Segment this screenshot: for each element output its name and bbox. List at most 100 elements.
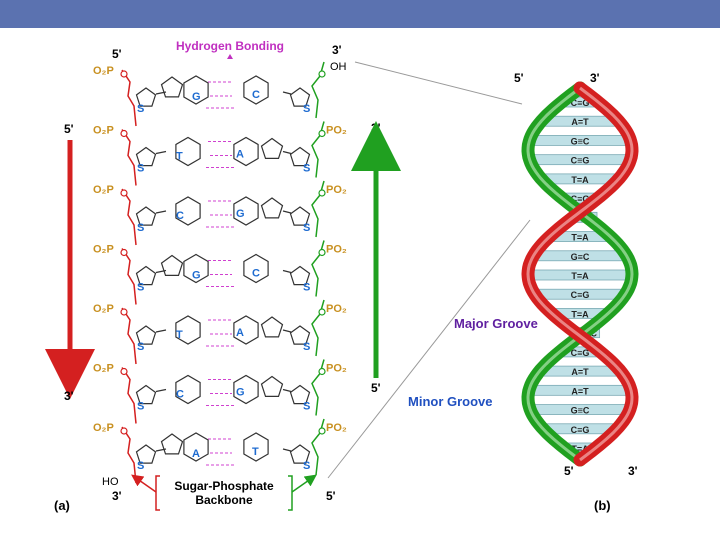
base-pair-row: O₂P PO₂ S S T A bbox=[93, 299, 347, 365]
minor-groove-label: Minor Groove bbox=[408, 394, 493, 409]
zoom-line-top bbox=[354, 61, 523, 105]
title-bar bbox=[0, 0, 720, 28]
hydrogen-bonds bbox=[206, 81, 234, 109]
right-sugar-label: S bbox=[303, 341, 310, 353]
left-base-label: T bbox=[176, 329, 183, 341]
left-sugar-label: S bbox=[137, 282, 144, 294]
rung-label: C≡G bbox=[571, 156, 590, 166]
rung-label: T=A bbox=[571, 309, 589, 319]
right-base-label: A bbox=[236, 149, 244, 161]
left-phosphate-label: O₂P bbox=[93, 303, 114, 315]
helix-bottom-left-end: 5' bbox=[564, 464, 574, 478]
left-sugar-ring bbox=[135, 325, 157, 345]
right-sugar-label: S bbox=[303, 163, 310, 175]
hydrogen-bonds bbox=[206, 200, 234, 228]
left-sugar-ring bbox=[135, 444, 157, 464]
right-sugar-label: S bbox=[303, 460, 310, 472]
left-base-label: T bbox=[176, 151, 183, 163]
left-sugar-label: S bbox=[137, 222, 144, 234]
right-phosphate-label: PO₂ bbox=[326, 422, 347, 434]
rung-label: C≡G bbox=[571, 290, 590, 300]
hydrogen-bonding-title: Hydrogen Bonding bbox=[176, 39, 284, 53]
left-base-label: G bbox=[192, 91, 201, 103]
rung-label: C≡G bbox=[571, 348, 590, 358]
right-sugar-ring bbox=[289, 325, 311, 345]
left-sugar-label: S bbox=[137, 103, 144, 115]
hydrogen-bonds bbox=[206, 438, 234, 466]
right-phosphate-label: PO₂ bbox=[326, 244, 347, 256]
top-right-end: 3' bbox=[332, 43, 342, 57]
helix-bottom-right-end: 3' bbox=[628, 464, 638, 478]
helix-top-right-end: 3' bbox=[590, 71, 600, 85]
helix-rung: G≡C bbox=[529, 135, 631, 146]
left-sugar-label: S bbox=[137, 163, 144, 175]
base-pair-row: O₂P S S G C bbox=[93, 61, 326, 127]
rung-label: T=A bbox=[571, 175, 589, 185]
left-phosphate-label: O₂P bbox=[93, 244, 114, 256]
right-sugar-label: S bbox=[303, 282, 310, 294]
base-pair-row: O₂P PO₂ S S A T bbox=[93, 418, 347, 484]
zoom-line-bottom bbox=[327, 219, 531, 479]
right-sugar-ring bbox=[289, 384, 311, 405]
right-base-label: G bbox=[236, 208, 245, 220]
left-phosphate-label: O₂P bbox=[93, 363, 114, 375]
top-left-end: 5' bbox=[112, 47, 122, 61]
left-phosphate-label: O₂P bbox=[93, 65, 114, 77]
panel-a-label: (a) bbox=[54, 498, 70, 513]
helix-rung: A=T bbox=[539, 365, 621, 377]
hydrogen-bonds bbox=[206, 319, 234, 347]
left-phosphate-label: O₂P bbox=[93, 422, 114, 434]
helix-rung: G≡C bbox=[533, 250, 627, 262]
rung-label: G≡C bbox=[571, 252, 590, 262]
right-sugar-label: S bbox=[303, 222, 310, 234]
helix-rung: A=T bbox=[528, 384, 632, 396]
right-base-label: T bbox=[252, 446, 259, 458]
left-sugar-label: S bbox=[137, 460, 144, 472]
helix-top-left-end: 5' bbox=[514, 71, 524, 85]
top-right-oh: OH bbox=[330, 61, 347, 73]
right-phosphate-label: PO₂ bbox=[326, 303, 347, 315]
bottom-left-ho: HO bbox=[102, 476, 119, 488]
backbone-label-2: Backbone bbox=[195, 493, 253, 507]
left-phosphate-label: O₂P bbox=[93, 184, 114, 196]
left-sugar-ring bbox=[135, 87, 157, 107]
backbone-label-1: Sugar-Phosphate bbox=[174, 479, 274, 493]
left-sugar-label: S bbox=[137, 401, 144, 413]
right-phosphate-label: PO₂ bbox=[326, 184, 347, 196]
base-pair-row: O₂P PO₂ S S C G bbox=[93, 180, 347, 246]
right-phosphate-label: PO₂ bbox=[326, 363, 347, 375]
left-sugar-label: S bbox=[137, 341, 144, 353]
rung-label: C≡G bbox=[571, 98, 590, 108]
right-arrow-top: 3' bbox=[371, 121, 381, 135]
right-base-label: C bbox=[252, 268, 260, 280]
right-arrow-bottom: 5' bbox=[371, 381, 381, 395]
right-base-label: A bbox=[236, 327, 244, 339]
right-phosphate-label: PO₂ bbox=[326, 125, 347, 137]
rung-label: C≡G bbox=[571, 425, 590, 435]
left-base-label: A bbox=[192, 448, 200, 460]
left-base-label: C bbox=[176, 210, 184, 222]
rung-label: G≡C bbox=[571, 136, 590, 146]
right-sugar-label: S bbox=[303, 103, 310, 115]
hydrogen-bonds bbox=[206, 260, 234, 287]
rung-label: A=T bbox=[571, 117, 589, 127]
left-sugar-ring bbox=[135, 265, 157, 286]
right-sugar-ring bbox=[289, 87, 311, 107]
bottom-left-end: 3' bbox=[112, 489, 122, 503]
bottom-right-end: 5' bbox=[326, 489, 336, 503]
left-sugar-ring bbox=[135, 146, 157, 167]
helix-rung: C≡G bbox=[529, 154, 631, 166]
hydrogen-bonds bbox=[206, 379, 234, 406]
rung-label: A=T bbox=[571, 367, 589, 377]
major-groove-label: Major Groove bbox=[454, 316, 538, 331]
rung-label: C≡G bbox=[571, 194, 590, 204]
rung-label: T=A bbox=[571, 444, 589, 454]
right-base-label: C bbox=[252, 89, 260, 101]
right-sugar-ring bbox=[289, 444, 311, 464]
right-base-label: G bbox=[236, 387, 245, 399]
